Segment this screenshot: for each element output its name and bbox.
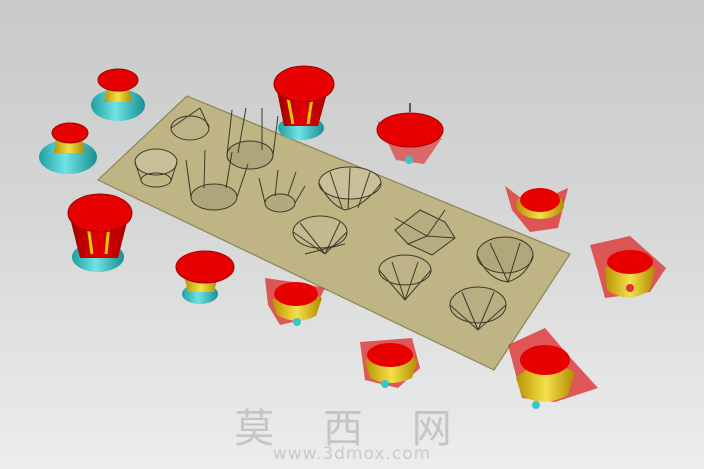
cup-part-3[interactable]: [273, 65, 335, 140]
watermark-url: www.3dmox.com: [272, 444, 432, 464]
cup-part-4[interactable]: [67, 193, 133, 272]
cup-part-5[interactable]: [175, 250, 235, 304]
flower-part-2[interactable]: [505, 186, 568, 232]
flower-part-5[interactable]: [360, 338, 420, 388]
flower-part-4[interactable]: [265, 278, 325, 326]
cup-part-1[interactable]: [91, 68, 145, 121]
flower-part-6[interactable]: [508, 328, 598, 409]
plate-parts[interactable]: [134, 107, 534, 331]
cup-part-2[interactable]: [39, 122, 97, 174]
flower-part-3[interactable]: [590, 236, 666, 298]
flower-part-1[interactable]: [376, 103, 444, 164]
watermark-brand: 莫 西 网: [234, 406, 470, 452]
